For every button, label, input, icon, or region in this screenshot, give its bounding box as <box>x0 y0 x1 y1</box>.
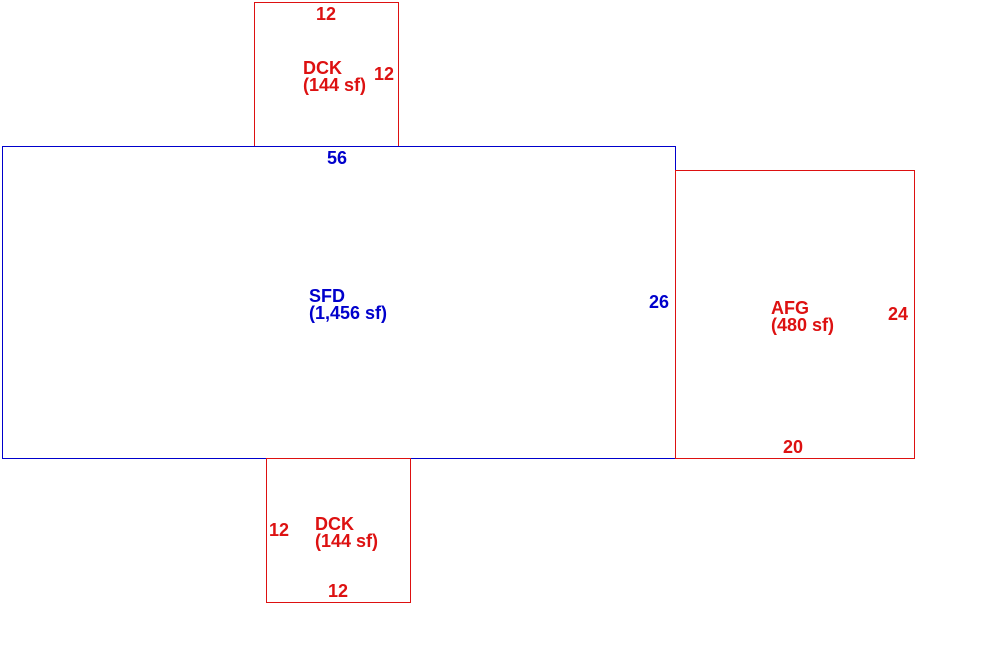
deck-bottom-dim-left: 12 <box>269 520 290 540</box>
deck-top-dim-top: 12 <box>316 4 337 24</box>
afg-label: AFG (480 sf) <box>771 298 835 335</box>
deck-bottom-code: DCK <box>315 514 354 534</box>
deck-bottom-dim-bottom: 12 <box>328 581 349 601</box>
sfd-label: SFD (1,456 sf) <box>309 286 388 323</box>
afg-dim-right: 24 <box>888 304 909 324</box>
sfd-dim-top: 56 <box>327 148 348 168</box>
deck-bottom-size: (144 sf) <box>315 531 379 551</box>
sfd-dim-right: 26 <box>649 292 670 312</box>
afg-dim-bottom: 20 <box>783 437 804 457</box>
afg-size: (480 sf) <box>771 315 835 335</box>
deck-bottom-outline <box>266 458 411 603</box>
deck-top-size: (144 sf) <box>303 75 367 95</box>
sfd-size: (1,456 sf) <box>309 303 388 323</box>
deck-bottom-label: DCK (144 sf) <box>315 514 379 551</box>
afg-code: AFG <box>771 298 809 318</box>
deck-top-code: DCK <box>303 58 342 78</box>
deck-top-dim-right: 12 <box>374 64 395 84</box>
afg-outline <box>675 170 915 459</box>
sfd-code: SFD <box>309 286 345 306</box>
deck-top-label: DCK (144 sf) <box>303 58 367 95</box>
